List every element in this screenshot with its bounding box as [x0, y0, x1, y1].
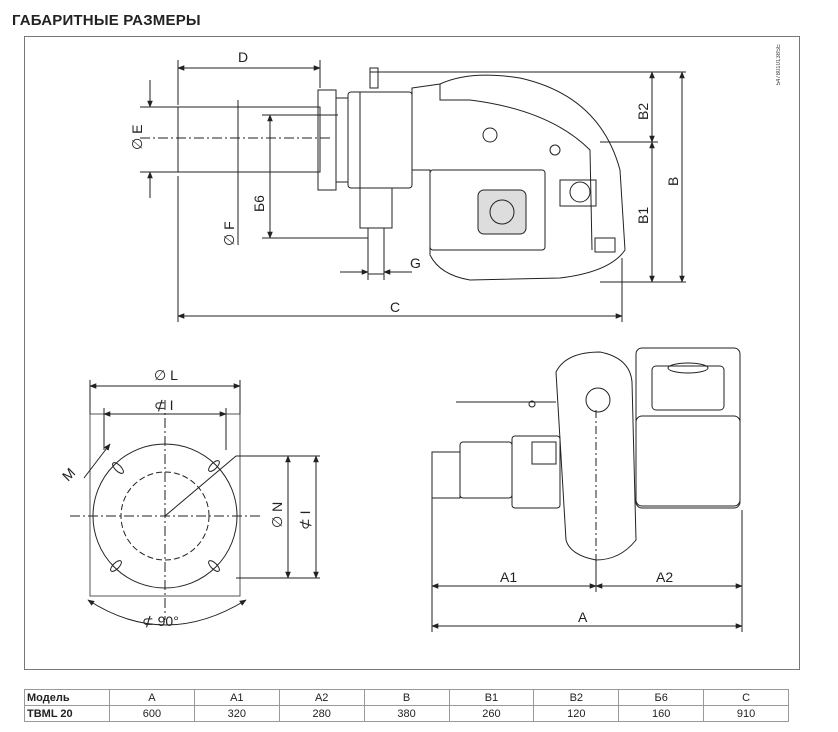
- page-title: ГАБАРИТНЫЕ РАЗМЕРЫ: [12, 12, 201, 29]
- side-view-dimensions: [140, 60, 685, 322]
- burner-housing: [411, 74, 626, 281]
- table-cell: Модель: [24, 689, 110, 706]
- table-row: TBML 20 600 320 280 380 260 120 160 910: [24, 705, 789, 722]
- label-D: D: [238, 49, 248, 65]
- label-F: ∅ F: [221, 221, 237, 246]
- table-cell: 260: [448, 705, 535, 722]
- dimensions-table: Модель A A1 A2 B B1 B2 Б6 C TBML 20 600 …: [24, 689, 789, 722]
- label-B1: B1: [635, 207, 651, 224]
- label-A2: A2: [656, 569, 673, 585]
- drawing-frame: [24, 36, 800, 670]
- label-angle: ⊄ 90°: [142, 613, 179, 629]
- table-cell: 600: [109, 705, 195, 722]
- table-header-row: Модель A A1 A2 B B1 B2 Б6 C: [24, 689, 789, 706]
- table-cell: 120: [533, 705, 620, 722]
- table-cell: 380: [363, 705, 450, 722]
- fan-housing-front: [347, 91, 413, 189]
- label-G: G: [410, 255, 421, 271]
- table-cell: 320: [193, 705, 280, 722]
- table-cell: Б6: [618, 689, 705, 706]
- table-cell: 280: [278, 705, 365, 722]
- label-L: ∅ L: [154, 367, 178, 383]
- table-cell: B2: [533, 689, 620, 706]
- mount-flange: [317, 89, 337, 191]
- table-cell: B1: [448, 689, 535, 706]
- table-cell: B: [363, 689, 450, 706]
- technical-drawing: D ∅ E ∅ F Б6 G C B2 B1 B ∅ L: [59, 49, 743, 632]
- solenoid-valve: [569, 181, 591, 203]
- blast-tube: [177, 106, 321, 173]
- flange-view-drawing: [70, 400, 260, 620]
- label-I-side: ⊄ I: [297, 510, 313, 530]
- table-cell: TBML 20: [24, 705, 110, 722]
- gas-pipe: [431, 451, 461, 499]
- label-N: ∅ N: [269, 502, 285, 528]
- table-cell: 910: [703, 705, 789, 722]
- label-A1: A1: [500, 569, 517, 585]
- table-cell: A: [109, 689, 195, 706]
- table-cell: A1: [193, 689, 280, 706]
- flange-view-dimensions: [83, 380, 320, 626]
- label-B2: B2: [635, 103, 651, 120]
- rear-view-drawing: [431, 347, 741, 561]
- label-A: A: [578, 609, 588, 625]
- rear-view-dimensions: [431, 498, 743, 632]
- table-cell: A2: [278, 689, 365, 706]
- label-E: ∅ E: [129, 125, 145, 150]
- table-cell: 160: [618, 705, 705, 722]
- table-cell: C: [703, 689, 789, 706]
- label-M: M: [59, 465, 79, 485]
- label-B: B: [665, 177, 681, 186]
- label-C: C: [390, 299, 400, 315]
- control-box: [429, 169, 546, 251]
- label-B6: Б6: [251, 195, 267, 212]
- side-view-drawing: [140, 67, 686, 283]
- label-I-top: ⊄ I: [154, 397, 174, 413]
- scroll-housing: [555, 351, 637, 561]
